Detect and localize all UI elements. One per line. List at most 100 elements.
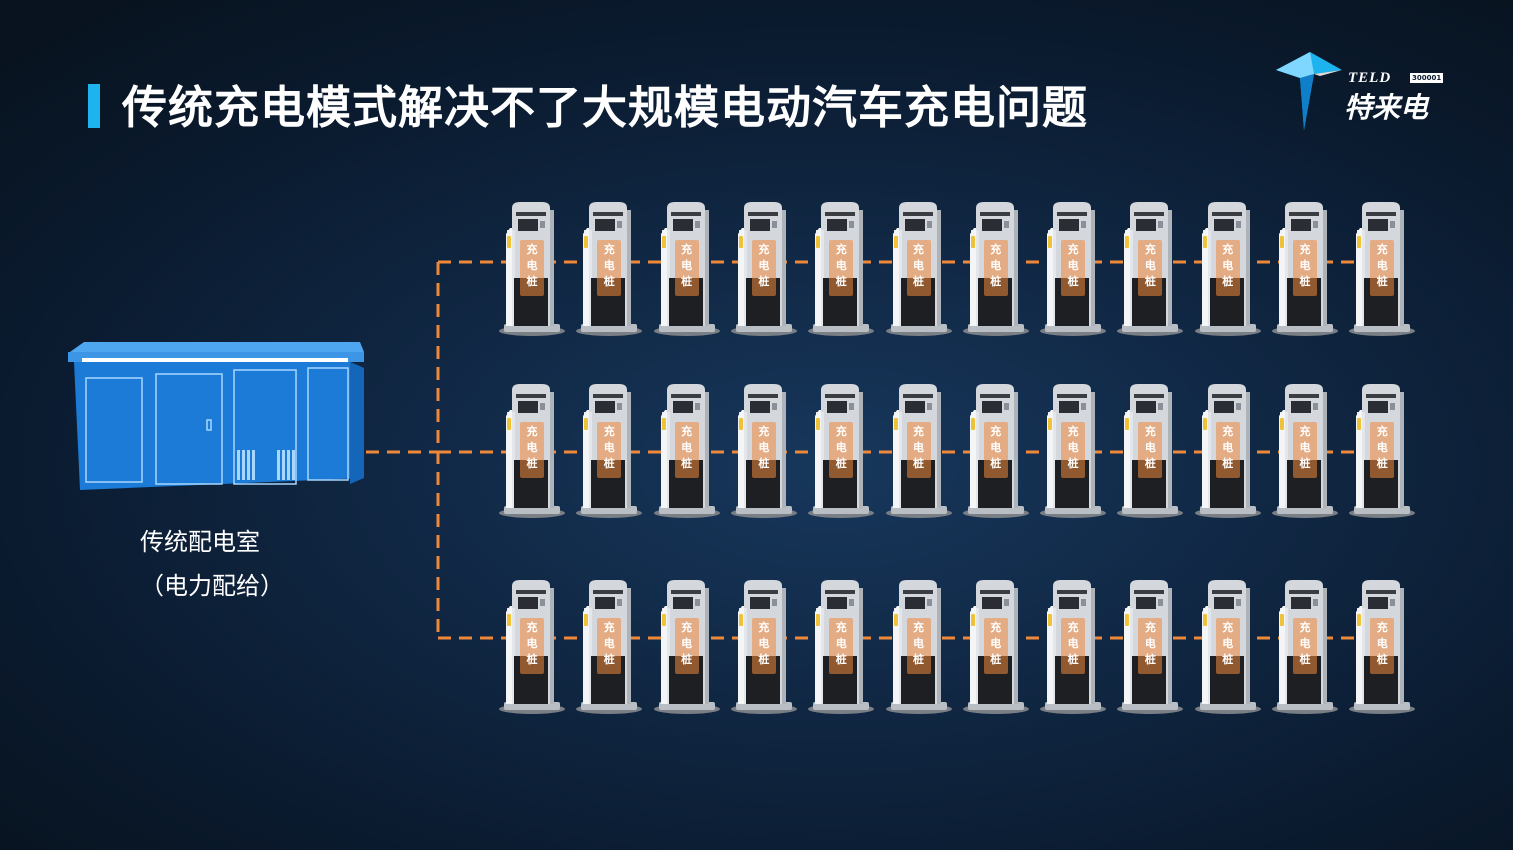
charging-pile-label-char: 充 bbox=[526, 621, 538, 634]
charging-pile-label: 充电桩 bbox=[600, 242, 618, 290]
charging-pile-label-char: 充 bbox=[1144, 243, 1156, 256]
charging-pile-label-char: 充 bbox=[1067, 243, 1079, 256]
charging-pile-label: 充电桩 bbox=[755, 620, 773, 668]
charging-pile: 充电桩 bbox=[885, 382, 955, 520]
charging-pile-label-char: 电 bbox=[990, 637, 1002, 650]
charging-pile-label-char: 充 bbox=[990, 243, 1002, 256]
charging-pile: 充电桩 bbox=[653, 200, 723, 338]
charging-pile-label-char: 电 bbox=[1067, 441, 1079, 454]
charging-pile-label-char: 桩 bbox=[1222, 275, 1234, 288]
charging-pile-label: 充电桩 bbox=[1373, 620, 1391, 668]
charging-pile-label: 充电桩 bbox=[1064, 242, 1082, 290]
charging-pile: 充电桩 bbox=[1271, 578, 1341, 716]
charging-pile-label-char: 电 bbox=[603, 637, 615, 650]
charging-pile: 充电桩 bbox=[1194, 382, 1264, 520]
charging-pile-label-char: 桩 bbox=[1222, 457, 1234, 470]
charging-pile-label-char: 充 bbox=[835, 621, 847, 634]
charging-pile-label: 充电桩 bbox=[832, 424, 850, 472]
charging-pile: 充电桩 bbox=[1271, 200, 1341, 338]
charging-pile-label: 充电桩 bbox=[678, 424, 696, 472]
charging-pile-label: 充电桩 bbox=[600, 620, 618, 668]
charging-pile-label: 充电桩 bbox=[832, 620, 850, 668]
charging-pile-label-char: 电 bbox=[913, 441, 924, 454]
charging-pile-label: 充电桩 bbox=[755, 242, 773, 290]
charging-pile-label-char: 电 bbox=[1376, 259, 1388, 272]
charging-pile-label: 充电桩 bbox=[1141, 242, 1159, 290]
charging-pile-label: 充电桩 bbox=[832, 242, 850, 290]
charging-pile-label-char: 电 bbox=[913, 637, 924, 650]
charging-pile: 充电桩 bbox=[807, 382, 877, 520]
charging-pile-label-char: 充 bbox=[603, 621, 615, 634]
charging-pile-label-char: 充 bbox=[1067, 425, 1079, 438]
charging-pile-label-char: 电 bbox=[1376, 637, 1388, 650]
charging-pile-label-char: 桩 bbox=[526, 457, 538, 470]
charging-pile: 充电桩 bbox=[1039, 382, 1109, 520]
charging-pile-label: 充电桩 bbox=[910, 424, 928, 472]
charging-pile: 充电桩 bbox=[807, 578, 877, 716]
charging-pile-label-char: 桩 bbox=[1144, 653, 1156, 666]
charging-pile-label-char: 桩 bbox=[603, 653, 615, 666]
charging-pile-label-char: 充 bbox=[1299, 243, 1311, 256]
charging-pile-label: 充电桩 bbox=[600, 424, 618, 472]
charging-pile-label-char: 桩 bbox=[681, 653, 693, 666]
charging-pile-label-char: 电 bbox=[1222, 441, 1234, 454]
charging-pile-label-char: 电 bbox=[1299, 637, 1311, 650]
charging-pile-label-char: 充 bbox=[526, 243, 538, 256]
charging-pile-label-char: 桩 bbox=[835, 275, 847, 288]
charging-pile-label-char: 桩 bbox=[1299, 653, 1311, 666]
charging-pile-label-char: 电 bbox=[990, 259, 1002, 272]
charging-pile: 充电桩 bbox=[1116, 200, 1186, 338]
charging-pile-label-char: 桩 bbox=[990, 275, 1002, 288]
charging-pile-label-char: 充 bbox=[1222, 425, 1234, 438]
charging-pile-label-char: 电 bbox=[681, 441, 693, 454]
charging-pile-label-char: 充 bbox=[835, 243, 847, 256]
charging-pile-label-char: 电 bbox=[758, 637, 770, 650]
charging-pile-label: 充电桩 bbox=[1141, 620, 1159, 668]
charging-pile: 充电桩 bbox=[1194, 578, 1264, 716]
charging-pile-label-char: 电 bbox=[681, 259, 693, 272]
charging-pile-label-char: 桩 bbox=[913, 653, 924, 666]
page-title: 传统充电模式解决不了大规模电动汽车充电问题 bbox=[122, 81, 1089, 134]
charging-pile-label-char: 电 bbox=[758, 259, 770, 272]
charging-pile: 充电桩 bbox=[962, 200, 1032, 338]
charging-pile-label-char: 桩 bbox=[913, 457, 924, 470]
charging-pile-label-char: 电 bbox=[835, 637, 847, 650]
charging-pile-label-char: 桩 bbox=[1376, 457, 1388, 470]
substation-caption: 传统配电室 bbox=[140, 528, 260, 556]
charging-pile-label-char: 充 bbox=[526, 425, 538, 438]
charging-pile-label-char: 桩 bbox=[1067, 653, 1079, 666]
charging-pile-label-char: 桩 bbox=[835, 653, 847, 666]
charging-pile: 充电桩 bbox=[1194, 200, 1264, 338]
charging-pile-label-char: 充 bbox=[681, 243, 693, 256]
charging-pile-label-char: 充 bbox=[1222, 243, 1234, 256]
charging-pile-label: 充电桩 bbox=[910, 242, 928, 290]
charging-pile-label-char: 电 bbox=[1299, 441, 1311, 454]
teld-logo-icon bbox=[1276, 52, 1342, 130]
charging-pile: 充电桩 bbox=[653, 578, 723, 716]
charging-pile-label: 充电桩 bbox=[1064, 424, 1082, 472]
charging-pile: 充电桩 bbox=[498, 578, 568, 716]
charging-pile-label-char: 电 bbox=[835, 441, 847, 454]
charging-pile: 充电桩 bbox=[1348, 578, 1418, 716]
charging-pile-label-char: 桩 bbox=[1376, 275, 1388, 288]
charging-pile-label: 充电桩 bbox=[987, 242, 1005, 290]
charging-pile: 充电桩 bbox=[1348, 200, 1418, 338]
charging-pile-label-char: 充 bbox=[603, 243, 615, 256]
charging-pile-label-char: 电 bbox=[913, 259, 924, 272]
charging-pile-label-char: 桩 bbox=[1144, 457, 1156, 470]
charging-pile: 充电桩 bbox=[885, 578, 955, 716]
charging-pile-label-char: 电 bbox=[1376, 441, 1388, 454]
charging-pile-label: 充电桩 bbox=[523, 620, 541, 668]
charging-pile-label-char: 充 bbox=[758, 425, 770, 438]
charging-pile-label-char: 桩 bbox=[990, 653, 1002, 666]
charging-pile-label-char: 电 bbox=[603, 259, 615, 272]
charging-pile-label: 充电桩 bbox=[1296, 242, 1314, 290]
charging-pile-label-char: 充 bbox=[681, 621, 693, 634]
charging-pile-label: 充电桩 bbox=[1141, 424, 1159, 472]
charging-pile-label-char: 桩 bbox=[1376, 653, 1388, 666]
charging-pile-label-char: 充 bbox=[1299, 425, 1311, 438]
charging-pile-label-char: 电 bbox=[1067, 637, 1079, 650]
charging-pile: 充电桩 bbox=[730, 200, 800, 338]
charging-pile-label-char: 电 bbox=[603, 441, 615, 454]
charging-pile: 充电桩 bbox=[1271, 382, 1341, 520]
